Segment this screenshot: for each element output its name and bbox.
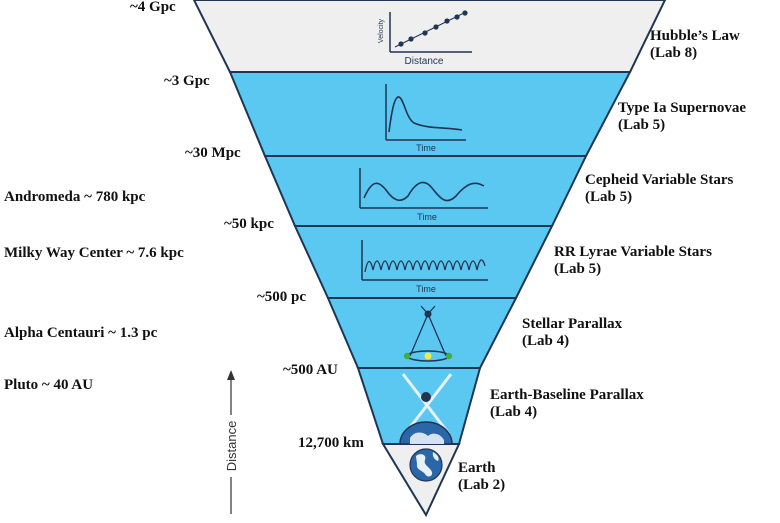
object-pluto: Pluto ~ 40 AU [4, 377, 94, 393]
earth-parallax-icon [399, 373, 453, 445]
hubble-plot-icon: Distance Velocity [378, 10, 472, 67]
rung-earth: Earth (Lab 2) [458, 460, 505, 495]
rung-cepheid-variables-name: Cepheid Variable Stars [585, 172, 734, 188]
hubble-x-label: Distance [405, 56, 444, 67]
object-milky-way-center: Milky Way Center ~ 7.6 kpc [4, 245, 184, 261]
rung-type-ia-supernovae: Type Ia Supernovae (Lab 5) [618, 100, 746, 135]
rung-rr-lyrae-variables: RR Lyrae Variable Stars (Lab 5) [554, 244, 712, 279]
rung-hubbles-law-lab: (Lab 8) [650, 45, 698, 62]
rung-earth-baseline-parallax: Earth-Baseline Parallax (Lab 4) [490, 387, 644, 422]
distance-label-500au: ~500 AU [283, 362, 338, 378]
rung-earth-baseline-parallax-lab: (Lab 4) [490, 404, 538, 421]
rung-rr-lyrae-variables-lab: (Lab 5) [554, 261, 602, 278]
distance-label-4gpc: ~4 Gpc [130, 0, 176, 15]
distance-axis-label: Distance [224, 421, 239, 472]
rung-stellar-parallax: Stellar Parallax (Lab 4) [522, 316, 622, 351]
object-alpha-centauri: Alpha Centauri ~ 1.3 pc [4, 325, 158, 341]
rung-earth-lab: (Lab 2) [458, 477, 506, 494]
distance-axis-arrow: Distance [224, 370, 239, 514]
supernova-lightcurve-icon: Time [385, 84, 466, 153]
distance-label-50kpc: ~50 kpc [224, 216, 274, 232]
stellar-parallax-band [326, 297, 518, 369]
earth-globe-icon [409, 448, 443, 482]
rung-cepheid-variables: Cepheid Variable Stars (Lab 5) [585, 172, 733, 207]
rung-type-ia-supernovae-lab: (Lab 5) [618, 117, 666, 134]
supernova-time-label: Time [416, 143, 436, 153]
distance-label-500pc: ~500 pc [257, 289, 307, 305]
rung-type-ia-supernovae-name: Type Ia Supernovae [618, 100, 747, 116]
rung-earth-name: Earth [458, 460, 496, 476]
rr-lyrae-time-label: Time [416, 284, 436, 294]
hubble-y-label: Velocity [378, 18, 385, 43]
rr-lyrae-lightcurve-icon: Time [361, 240, 488, 294]
rung-stellar-parallax-lab: (Lab 4) [522, 333, 570, 350]
rung-stellar-parallax-name: Stellar Parallax [522, 316, 623, 332]
rung-hubbles-law-name: Hubble’s Law [650, 28, 740, 44]
rung-earth-baseline-parallax-name: Earth-Baseline Parallax [490, 387, 644, 403]
distance-label-3gpc: ~3 Gpc [164, 73, 210, 89]
distance-label-12700km: 12,700 km [298, 435, 364, 451]
distance-label-30mpc: ~30 Mpc [185, 145, 241, 161]
stellar-parallax-icon [403, 305, 453, 362]
rung-hubbles-law: Hubble’s Law (Lab 8) [650, 28, 740, 63]
cepheid-time-label: Time [417, 212, 437, 222]
object-andromeda: Andromeda ~ 780 kpc [4, 189, 146, 205]
rung-rr-lyrae-variables-name: RR Lyrae Variable Stars [554, 244, 712, 260]
cepheid-lightcurve-icon: Time [359, 168, 488, 222]
rung-cepheid-variables-lab: (Lab 5) [585, 189, 633, 206]
